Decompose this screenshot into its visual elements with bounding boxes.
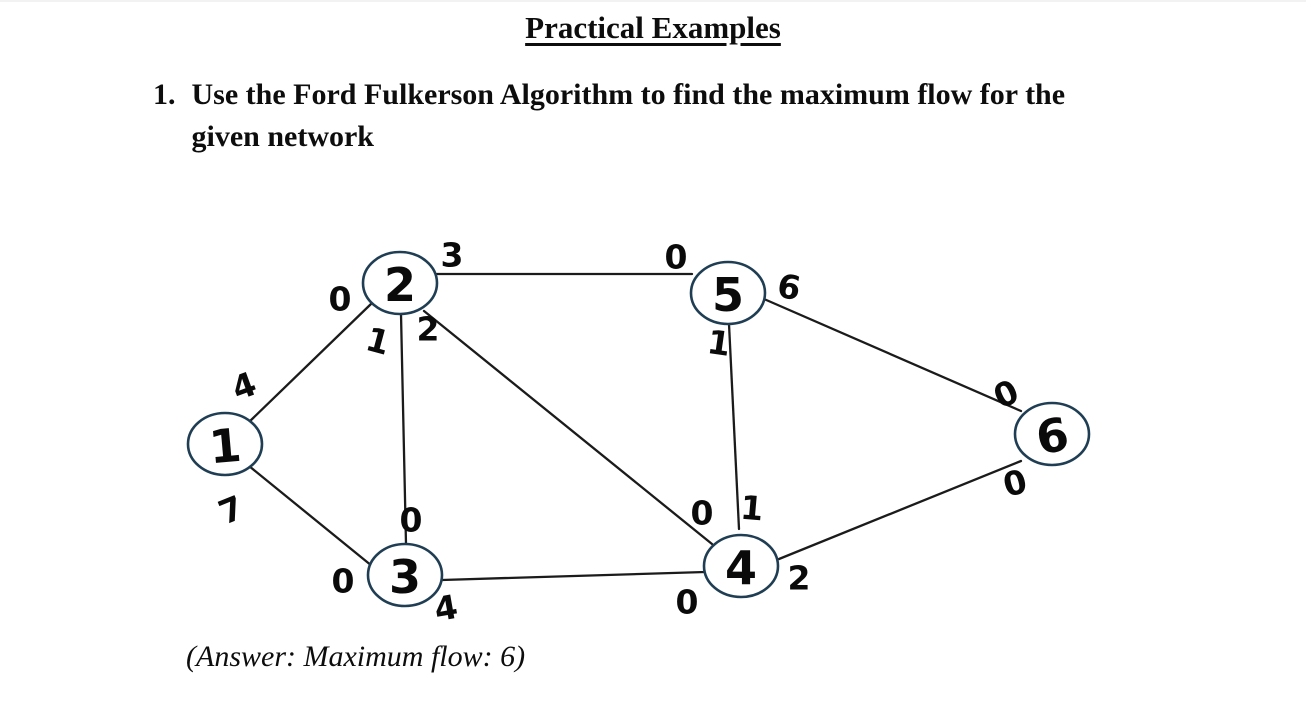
problem-number: 1. [153,78,176,111]
edge-2-3 [399,312,408,546]
node-circle-1 [186,411,264,477]
problem-text-line1: Use the Ford Fulkerson Algorithm to find… [191,78,1066,111]
edge-2-4 [422,309,714,546]
edge-label-2-4-head: 0 [691,494,714,533]
node-label-5: 5 [712,268,744,322]
edge-1-2 [246,301,374,425]
edge-label-2-4-tail: 2 [417,310,440,349]
edge-3-4 [440,570,707,582]
node-circle-3 [366,542,444,608]
node-circle-6 [1013,401,1091,467]
edge-5-4 [727,322,741,531]
edge-label-4-6-head: 0 [999,461,1031,505]
edge-4-6 [777,459,1023,561]
node-label-2: 2 [384,258,416,312]
problem-text-line2: given network [191,120,375,153]
edge-label-5-4-head: 1 [739,488,765,529]
edge-label-1-3-tail: 7 [213,488,249,533]
edge-label-1-3-head: 0 [332,562,355,601]
edge-label-2-5-tail: 3 [441,236,464,275]
edge-label-5-6-tail: 6 [774,266,803,308]
page-title: Practical Examples [525,10,781,45]
node-circle-2 [361,250,439,316]
edge-label-2-3-tail: 1 [362,319,394,363]
problem-item: 1. Use the Ford Fulkerson Algorithm to f… [153,74,1213,158]
edge-1-3 [247,464,374,568]
edge-label-5-4-tail: 1 [705,322,733,364]
problem-text: Use the Ford Fulkerson Algorithm to find… [192,74,1066,158]
answer-text: (Answer: Maximum flow: 6) [186,640,526,673]
edge-label-4-6-tail: 2 [788,559,811,598]
node-label-3: 3 [389,550,421,604]
edge-label-2-3-head: 0 [400,501,423,540]
edge-label-2-5-head: 0 [665,238,688,277]
node-label-4: 4 [725,541,757,595]
node-label-1: 1 [207,418,244,475]
node-circle-4 [702,533,780,599]
edge-label-3-4-head: 0 [676,583,699,622]
edge-label-1-2-tail: 4 [227,364,262,409]
edge-5-6 [762,297,1023,413]
edge-label-1-2-head: 0 [329,280,352,319]
node-circle-5 [689,260,767,326]
